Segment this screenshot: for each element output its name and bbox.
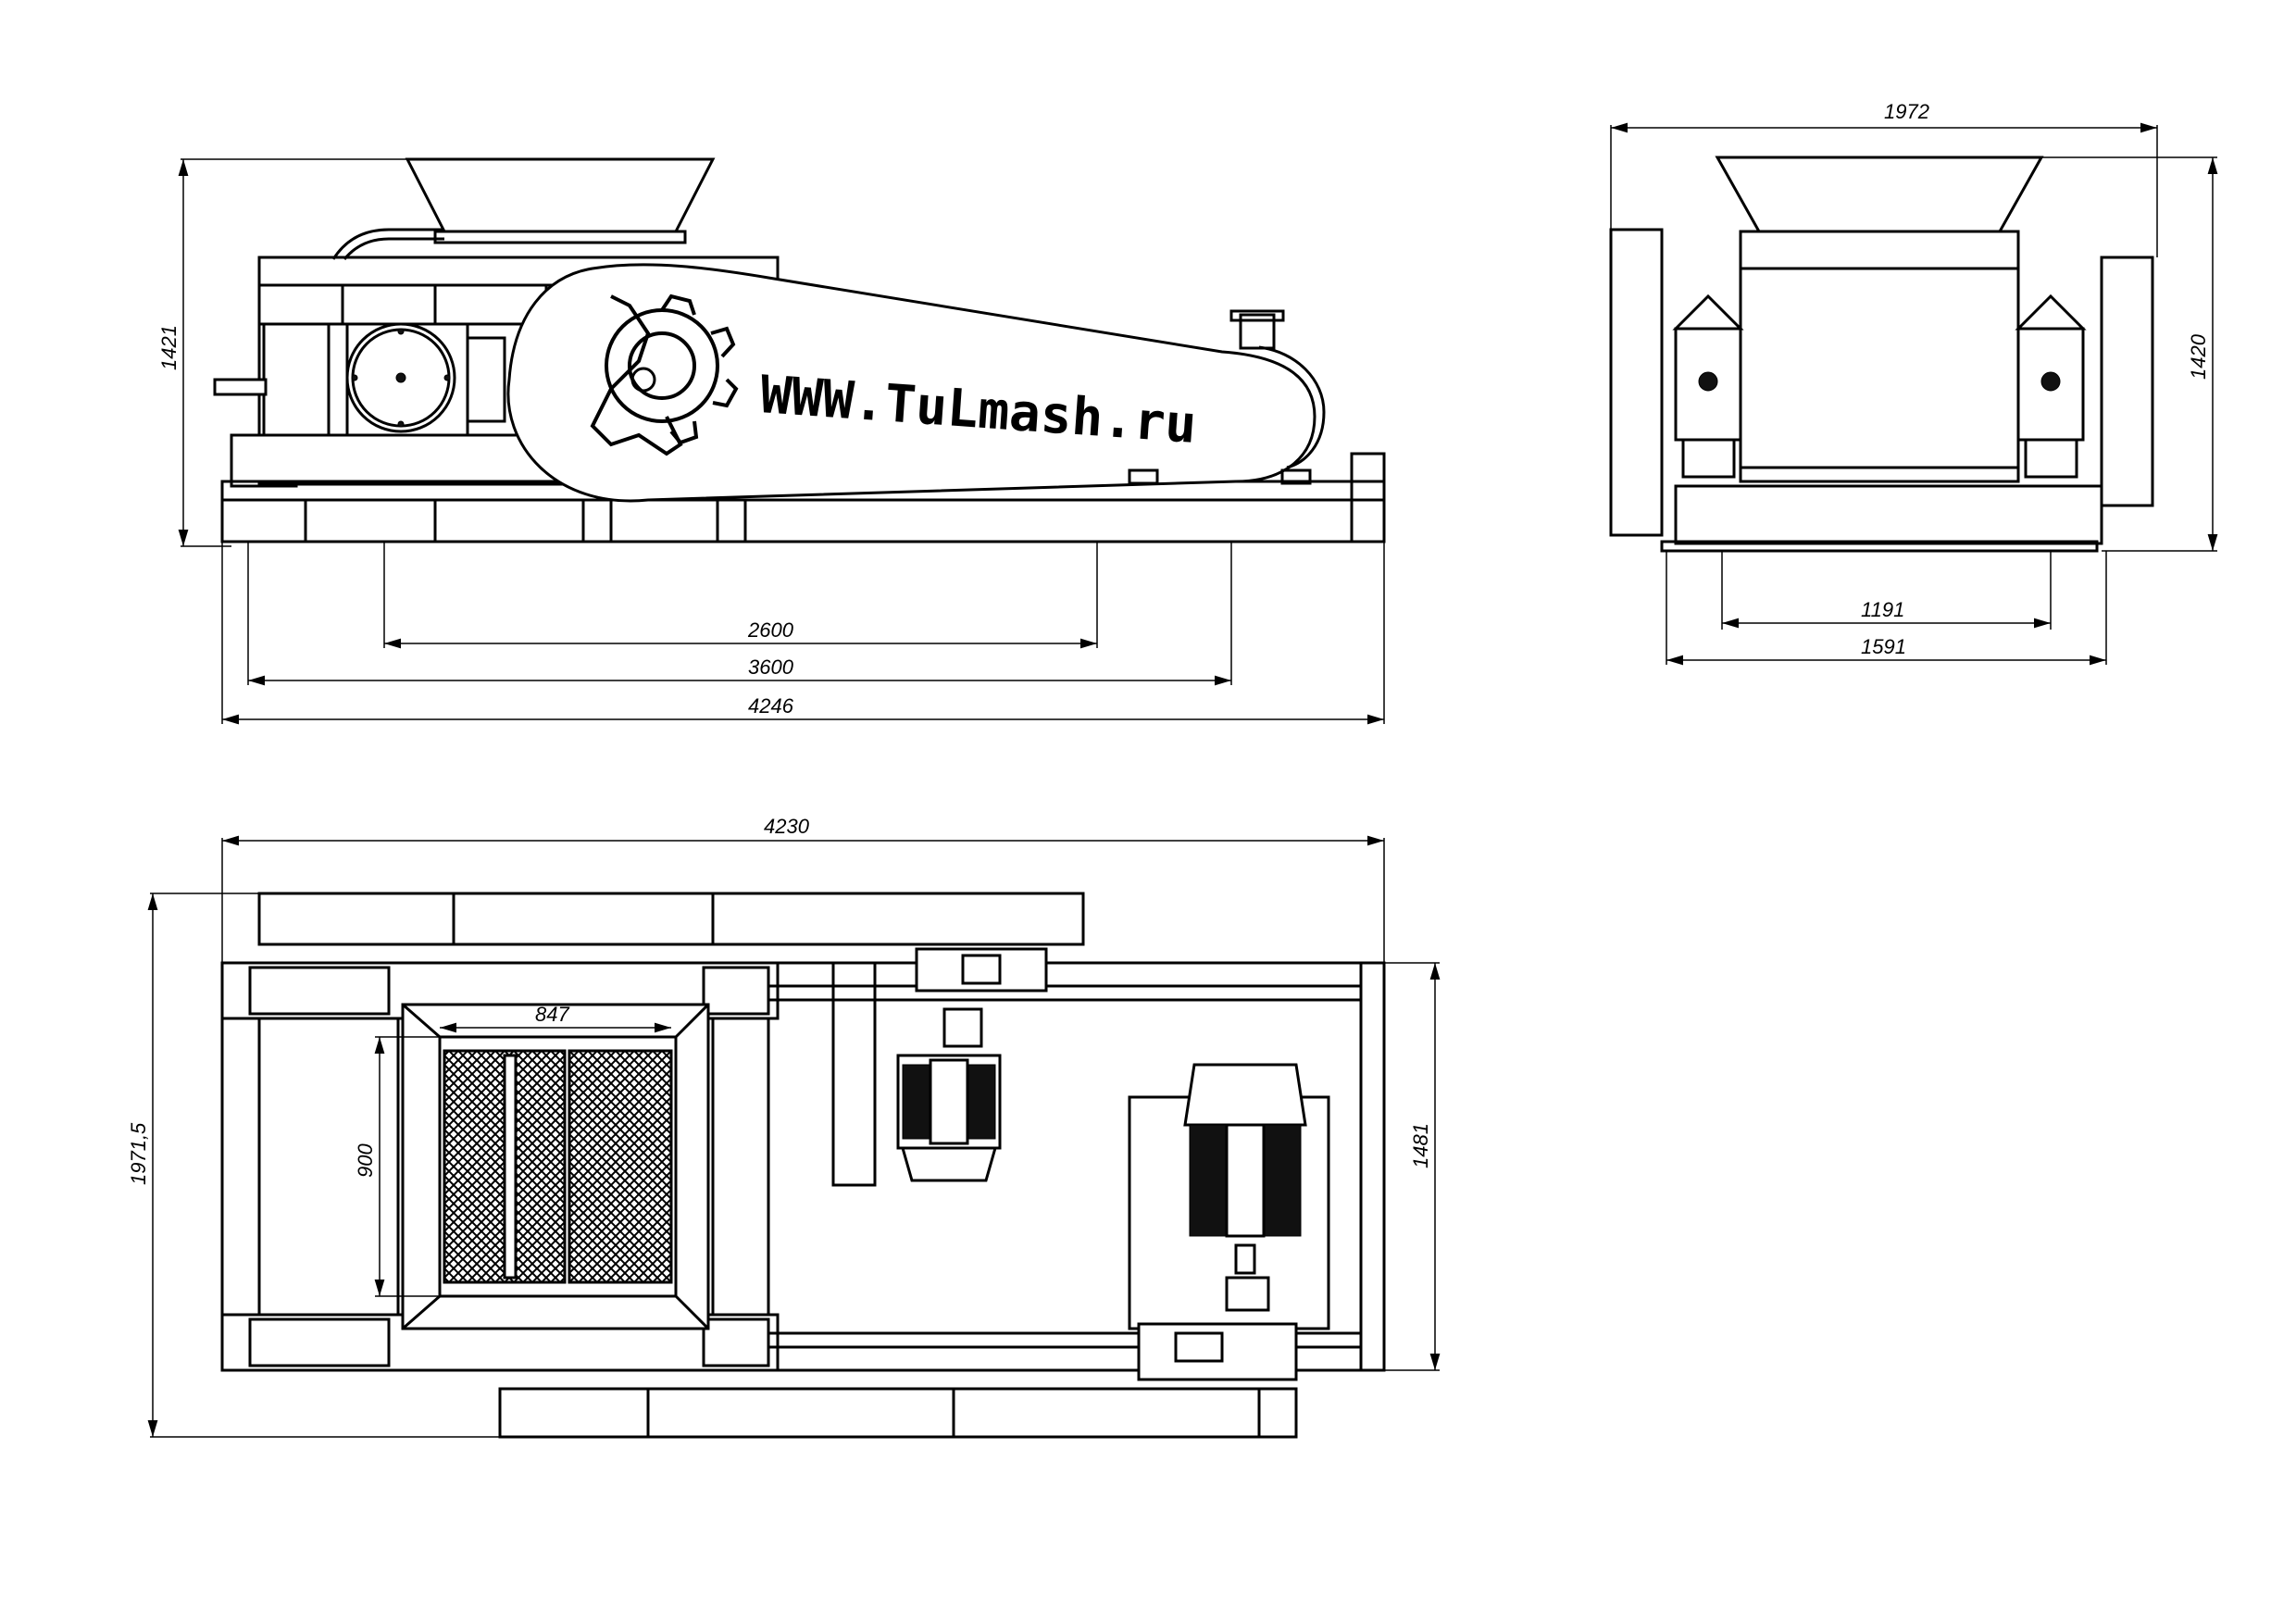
front-left-bearing [1672, 293, 1744, 479]
plan-view [220, 892, 1386, 1439]
side-view: WWW.TuLmash.ru [213, 157, 1386, 543]
dim-plan-4230: 4230 [764, 815, 810, 838]
plan-view-dimensions: 4230 1971,5 1481 847 900 [127, 815, 1441, 1438]
motor-small [831, 947, 1048, 1187]
roll-right [568, 1049, 673, 1284]
dim-plan-847: 847 [535, 1003, 569, 1026]
dim-front-1972: 1972 [1884, 100, 1929, 123]
dim-front-1591: 1591 [1861, 635, 1906, 658]
dim-front-1420: 1420 [2187, 333, 2210, 380]
front-right-bearing [2015, 293, 2087, 479]
side-view-dimensions: 1421 2600 3600 4246 [157, 158, 1385, 725]
dim-plan-900: 900 [354, 1143, 377, 1178]
dim-plan-1971: 1971,5 [127, 1122, 150, 1185]
dim-side-2600: 2600 [747, 618, 794, 642]
front-view [1609, 156, 2154, 553]
front-view-dimensions: 1972 1420 1191 1591 [1610, 100, 2218, 666]
dim-plan-1481: 1481 [1409, 1123, 1432, 1168]
dim-side-4246: 4246 [748, 694, 794, 718]
dim-side-3600: 3600 [748, 655, 794, 679]
logo-mark [590, 293, 739, 456]
dim-side-height: 1421 [157, 325, 181, 370]
dim-front-1191: 1191 [1861, 598, 1904, 621]
motor-large [1128, 1063, 1330, 1381]
